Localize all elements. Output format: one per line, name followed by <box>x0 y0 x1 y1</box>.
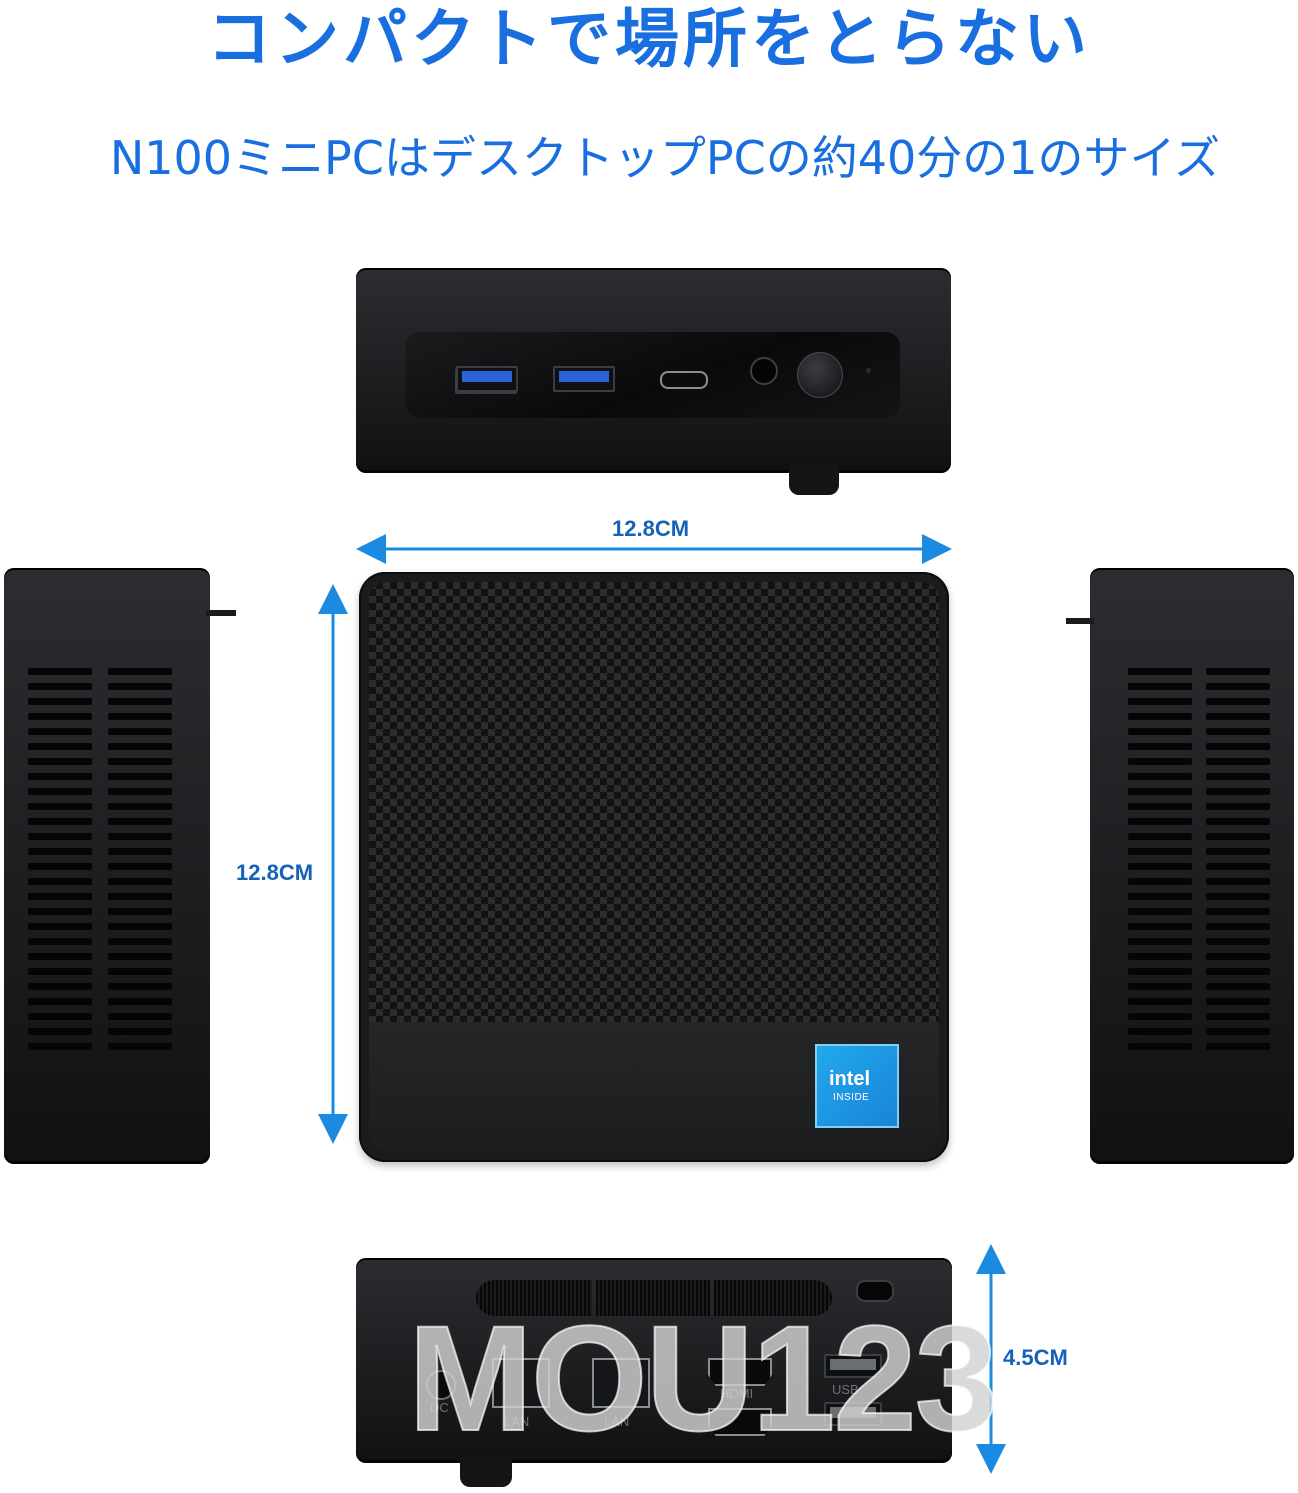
right-vent-col-1 <box>1128 668 1192 1050</box>
rear-vent-2 <box>596 1280 710 1316</box>
intel-logo-text: intel <box>829 1068 871 1090</box>
front-stand <box>789 465 839 495</box>
right-vent-col-2 <box>1206 668 1270 1050</box>
right-side-stand <box>1066 618 1094 624</box>
usb-label: USB <box>832 1382 859 1397</box>
subheadline: N100ミニPCはデスクトップPCの約40分の1のサイズ <box>109 131 1221 185</box>
intel-inside-text: INSIDE <box>833 1092 870 1103</box>
lan-port-2 <box>592 1358 650 1408</box>
audio-jack <box>750 357 778 385</box>
left-vent-col-1 <box>28 668 92 1050</box>
top-mesh-texture <box>369 582 939 1022</box>
rear-usb-port-2 <box>824 1402 882 1426</box>
rear-vent-3 <box>714 1280 832 1316</box>
lan-port-1 <box>492 1358 550 1408</box>
dc-jack <box>426 1370 456 1400</box>
hdmi-port-2 <box>708 1408 772 1436</box>
lan-label-2: LAN <box>604 1414 630 1429</box>
left-side-stand <box>206 610 236 616</box>
usb-c-port <box>660 371 708 389</box>
depth-label: 12.8CM <box>236 860 314 885</box>
watermark: MOU123 <box>407 1294 999 1462</box>
intel-badge: intel INSIDE <box>815 1044 899 1128</box>
kensington-lock <box>856 1280 894 1302</box>
width-label: 12.8CM <box>612 516 690 541</box>
rear-vent-1 <box>476 1280 592 1316</box>
right-side-device <box>1090 568 1294 1164</box>
usb-a-port-1 <box>456 366 518 392</box>
top-view-device: intel INSIDE <box>359 572 949 1162</box>
rear-usb-port-1 <box>824 1354 882 1378</box>
power-button <box>797 352 843 398</box>
lan-label-1: LAN <box>504 1414 530 1429</box>
hdmi-port-1 <box>708 1358 772 1386</box>
power-led <box>866 368 871 373</box>
headline: コンパクトで場所をとらない <box>207 3 1091 77</box>
rear-stand <box>460 1455 512 1487</box>
left-vent-col-2 <box>108 668 172 1050</box>
dc-label: DC <box>430 1400 449 1415</box>
usb-a-port-2 <box>553 366 615 392</box>
height-label: 4.5CM <box>1003 1345 1068 1370</box>
rear-view-device: DC LAN LAN HDMI USB <box>356 1258 952 1463</box>
left-side-device <box>4 568 210 1164</box>
hdmi-label: HDMI <box>720 1386 754 1401</box>
